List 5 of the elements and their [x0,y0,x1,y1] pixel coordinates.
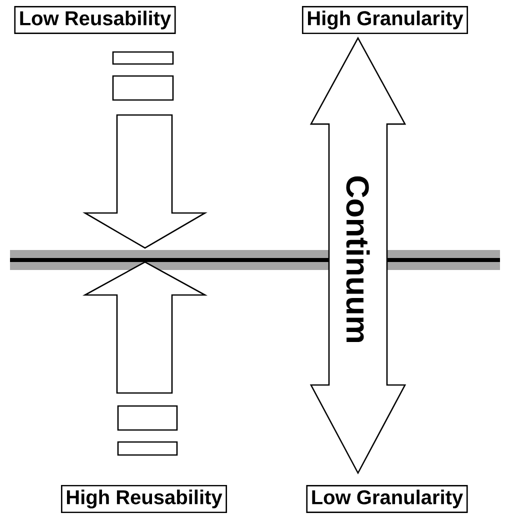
label-box: High Reusability [60,484,227,514]
edge-label: Continuum [344,174,372,346]
label-box: Low Granularity [306,485,468,513]
label-box: High Granularity [302,6,468,34]
label-box: Low Reusability [14,6,176,34]
